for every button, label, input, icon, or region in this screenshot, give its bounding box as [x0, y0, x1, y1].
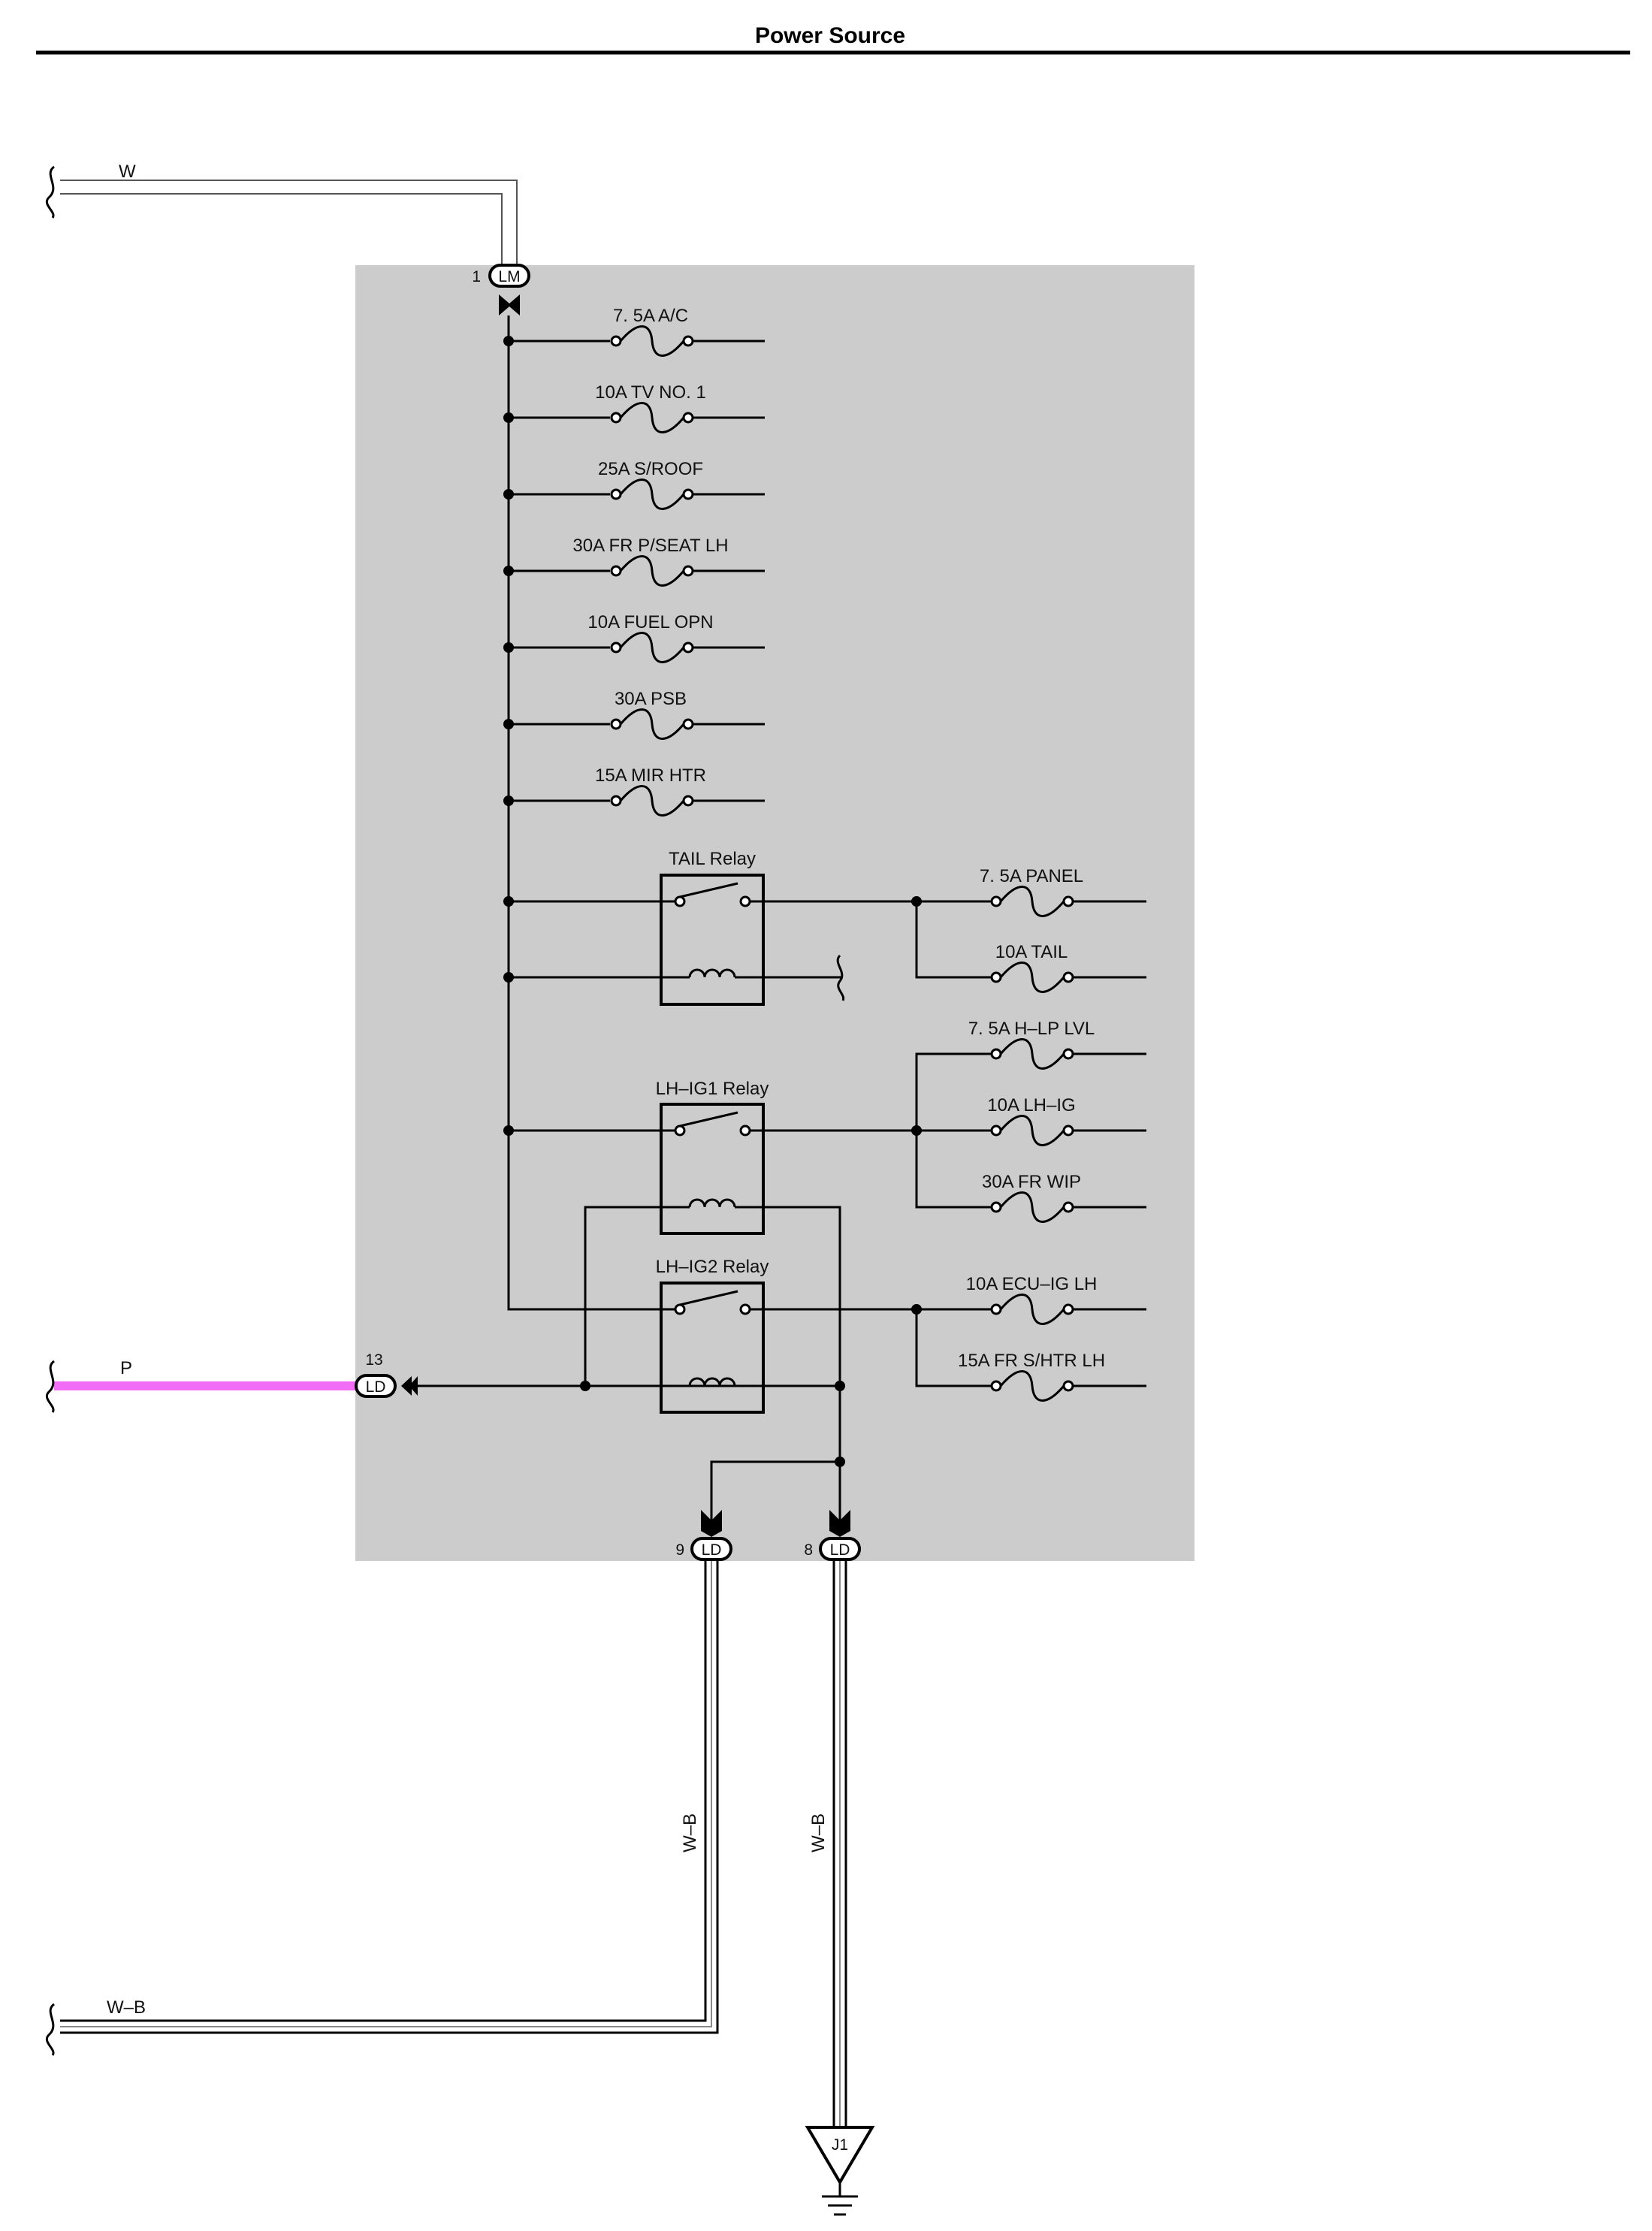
lh-ig1-relay-label: LH–IG1 Relay: [656, 1079, 769, 1099]
fuse-label: 10A FUEL OPN: [587, 612, 713, 632]
wire-w-top: [45, 165, 518, 267]
connector-lm-label: LM: [498, 268, 520, 285]
wire-wb-ld9: [45, 1561, 719, 2056]
fuse-fuel-opn: [503, 632, 765, 663]
tail-relay: [503, 874, 917, 1006]
ig1-fuses: [911, 1038, 1146, 1223]
fuse-psb: [503, 708, 765, 740]
connector-ld13-label: LD: [366, 1378, 386, 1396]
fuse-label: 30A FR P/SEAT LH: [572, 536, 728, 556]
main-fuse-group: [503, 325, 765, 817]
fuse-label: 10A LH–IG: [987, 1095, 1075, 1116]
fuse-label: 30A FR WIP: [982, 1172, 1081, 1192]
connector-ld8: [819, 1537, 861, 1561]
fuse-s-roof: [503, 479, 765, 510]
ground-j1-label: J1: [832, 2136, 848, 2154]
fuse-tv-no1: [503, 402, 765, 433]
connector-ld13-pin: 13: [365, 1351, 382, 1369]
fuse-mir-htr: [503, 785, 765, 817]
fuse-label: 7. 5A PANEL: [980, 866, 1083, 886]
fuse-label: 10A ECU–IG LH: [966, 1274, 1098, 1294]
lh-ig2-relay-label: LH–IG2 Relay: [656, 1257, 769, 1277]
wire-label-wb-left: W–B: [107, 1997, 146, 2018]
fuse-label: 10A TV NO. 1: [595, 382, 706, 403]
connector-ld8-pin: 8: [804, 1541, 813, 1559]
connector-ld9-pin: 9: [675, 1541, 684, 1559]
fuse-fr-p-seat-lh: [503, 555, 765, 587]
connector-ld9: [690, 1537, 732, 1561]
wire-label-w: W: [119, 162, 136, 182]
connector-ld13: [355, 1374, 845, 1398]
tail-relay-label: TAIL Relay: [669, 849, 756, 869]
lh-ig1-relay: [503, 1103, 917, 1386]
fuse-label: 15A FR S/HTR LH: [958, 1351, 1105, 1371]
junction-block: [355, 265, 1194, 1561]
ground-feed: [701, 1386, 850, 1537]
fuse-ac: [503, 325, 765, 357]
ig2-fuses: [911, 1294, 1146, 1402]
wire-label-wb-vertical-8: W–B: [808, 1813, 829, 1852]
fuse-label: 30A PSB: [615, 689, 687, 709]
connector-ld9-label: LD: [702, 1541, 722, 1559]
ground-j1: [805, 2126, 875, 2216]
page-title: Power Source: [755, 23, 905, 48]
wire-label-wb-vertical-9: W–B: [680, 1813, 700, 1852]
wire-wb-ld8: [832, 1561, 847, 2127]
fuse-label: 7. 5A A/C: [613, 306, 688, 326]
fuse-label: 15A MIR HTR: [595, 765, 706, 786]
connector-lm-pin: 1: [472, 268, 481, 285]
fuse-label: 25A S/ROOF: [598, 459, 703, 479]
fuse-label: 7. 5A H–LP LVL: [968, 1019, 1095, 1039]
wire-p-pink: [45, 1360, 355, 1413]
fuse-label: 10A TAIL: [995, 942, 1068, 962]
wire-label-p: P: [120, 1358, 132, 1378]
connector-lm: [488, 264, 530, 315]
tail-fuses: [911, 886, 1146, 993]
connector-ld8-label: LD: [830, 1541, 850, 1559]
